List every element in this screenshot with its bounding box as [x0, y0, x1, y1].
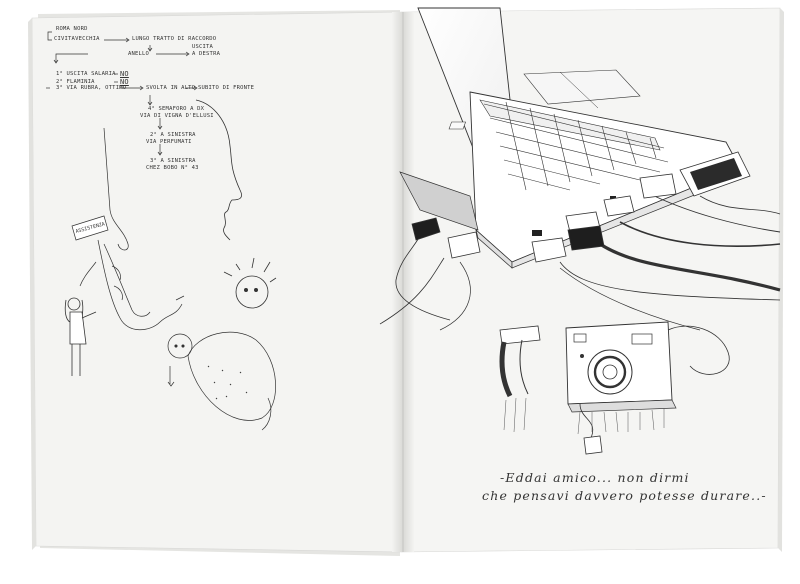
- note-a-destra: A DESTRA: [192, 51, 221, 57]
- note-uscita: USCITA: [192, 44, 214, 50]
- camera-usb-plug: [583, 435, 603, 455]
- hooked-creature: [79, 127, 185, 331]
- sphere-doodle: [167, 331, 276, 431]
- camera-strap: [667, 325, 730, 375]
- usb-plug: [447, 231, 481, 259]
- caption-line-2: che pensavi davvero potesse durare..-: [482, 488, 767, 503]
- note-flaminia: 2° FLAMINIA: [56, 79, 95, 85]
- cables: [379, 191, 781, 331]
- note-vigna: VIA DI VIGNA D'ELLUSI: [140, 113, 214, 119]
- laptop-trackpad: [523, 69, 641, 105]
- cable-plugs: [411, 173, 677, 263]
- vga-plug: [639, 173, 677, 199]
- note-no-1: NO: [120, 70, 129, 78]
- camera-sketch: [565, 321, 730, 455]
- note-via-rubra: 3° VIA RUBRA, OTTIMO: [56, 85, 127, 91]
- note-no-2: NO: [120, 78, 129, 86]
- caption-line-1: -Eddai amico... non dirmi: [500, 470, 690, 485]
- usb-plug-2: [531, 237, 567, 263]
- note-anello: ANELLO: [128, 51, 150, 57]
- note-roma-nord: ROMA NORD: [56, 26, 88, 32]
- sun-face: [223, 257, 277, 309]
- card-reader: [679, 151, 751, 197]
- note-subito: SUBITO DI FRONTE: [198, 85, 255, 91]
- note-salaria: 1° USCITA SALARIA: [56, 71, 116, 77]
- note-sinistra-3: 3° A SINISTRA: [150, 158, 196, 164]
- note-chez-bobo: CHEZ BOBO N° 43: [146, 165, 199, 171]
- note-svolta: SVOLTA IN ALTO: [146, 85, 196, 91]
- coiled-cable: [499, 325, 541, 433]
- note-semaforo: 4° SEMAFORO A DX: [148, 106, 205, 112]
- keyboard-grid: [483, 101, 669, 191]
- ethernet-plug: [567, 225, 605, 251]
- face-profile: [195, 99, 242, 241]
- book-gutter: [392, 12, 414, 552]
- laptop-port: [532, 230, 542, 236]
- note-sinistra-2: 2° A SINISTRA: [150, 132, 196, 138]
- mini-plug: [603, 195, 635, 217]
- laptop-sketch: [399, 7, 743, 269]
- assistenza-badge: ASSISTENZA: [71, 215, 109, 241]
- note-civitavecchia: CIVITAVECCHIA: [54, 36, 100, 42]
- audio-plug: [411, 217, 441, 241]
- note-raccordo: LUNGO TRATTO DI RACCORDO: [132, 36, 217, 42]
- girl-figure: [64, 297, 97, 376]
- camera-shadow: [577, 408, 665, 435]
- note-perfumati: VIA PERFUMATI: [146, 139, 192, 145]
- directions-map: [46, 31, 198, 156]
